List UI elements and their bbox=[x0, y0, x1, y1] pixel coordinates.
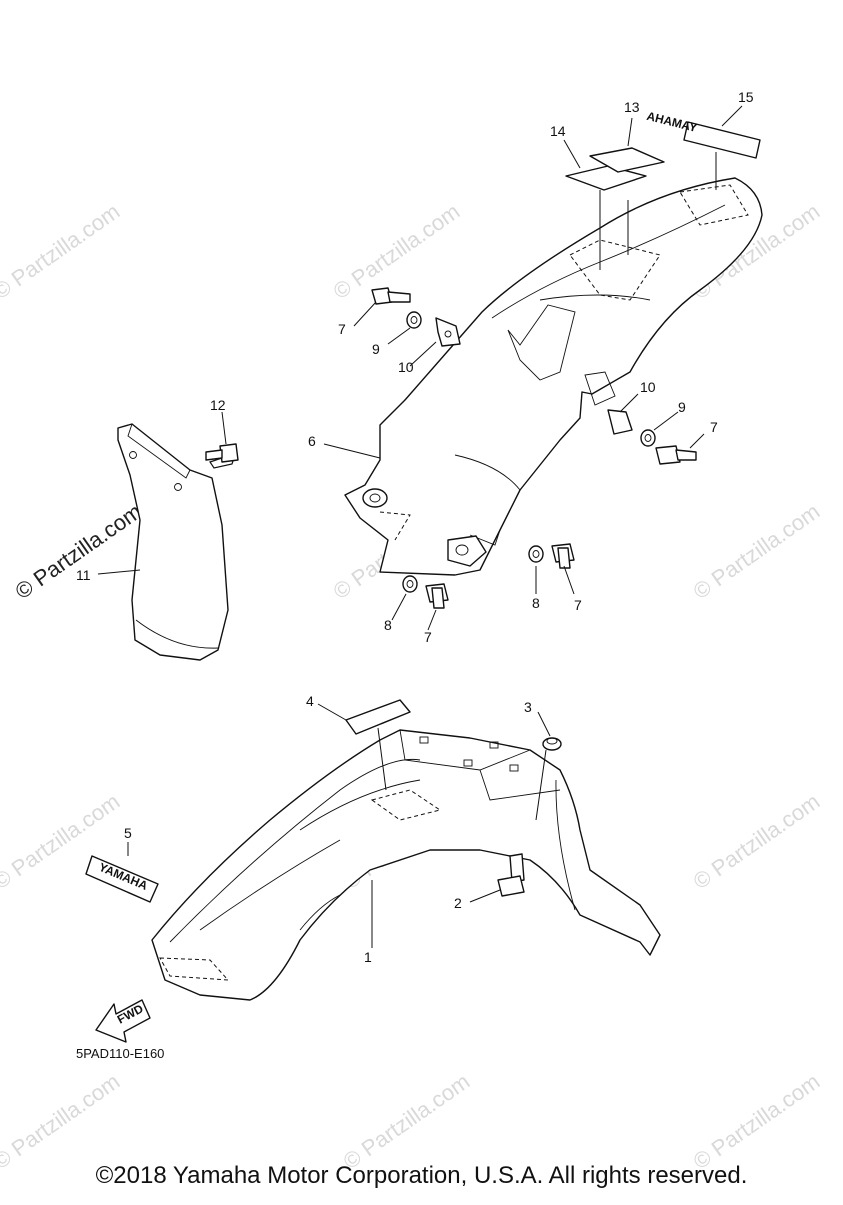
rear-decal-text: YAMAHA bbox=[645, 109, 699, 135]
watermark: © Partzilla.com bbox=[689, 499, 825, 605]
part-13-decal bbox=[589, 147, 665, 173]
part-5-decal: YAMAHA bbox=[85, 855, 159, 903]
part-8-washer-lower-right bbox=[528, 545, 544, 563]
callout-10: 10 bbox=[640, 379, 656, 395]
part-9-washer-right bbox=[640, 429, 656, 447]
part-10-nut-right bbox=[607, 409, 633, 435]
part-1-front-fender bbox=[151, 729, 661, 1001]
part-2-bolt bbox=[497, 853, 525, 897]
leader-lines bbox=[97, 105, 743, 948]
callout-1: 1 bbox=[364, 949, 372, 965]
diagram-code: 5PAD110-E160 bbox=[76, 1046, 164, 1061]
part-11-mud-flap bbox=[117, 423, 237, 661]
callout-7: 7 bbox=[424, 629, 432, 645]
part-10-nut-upper bbox=[435, 317, 461, 347]
part-7-bolt-lower-right bbox=[551, 543, 575, 569]
callout-6: 6 bbox=[308, 433, 316, 449]
watermark-strong: © Partzilla.com bbox=[11, 499, 147, 605]
part-7-bolt-right bbox=[655, 445, 697, 465]
callout-11: 11 bbox=[76, 567, 91, 583]
callout-7: 7 bbox=[574, 597, 582, 613]
part-3-grommet bbox=[542, 737, 562, 751]
part-12-bolt bbox=[205, 443, 239, 463]
callout-12: 12 bbox=[210, 397, 226, 413]
watermark: © Partzilla.com bbox=[0, 1069, 124, 1175]
watermark: © Partzilla.com bbox=[689, 789, 825, 895]
callout-9: 9 bbox=[678, 399, 686, 415]
callout-7: 7 bbox=[710, 419, 718, 435]
callout-10: 10 bbox=[398, 359, 414, 375]
watermark: © Partzilla.com bbox=[329, 199, 465, 305]
callout-labels: 13 14 15 7 9 10 6 10 9 7 8 7 8 7 11 12 4… bbox=[76, 89, 754, 965]
callout-15: 15 bbox=[738, 89, 754, 105]
part-7-bolt-upper bbox=[371, 287, 411, 305]
watermark: © Partzilla.com bbox=[689, 1069, 825, 1175]
callout-9: 9 bbox=[372, 341, 380, 357]
part-14-decal bbox=[565, 165, 647, 191]
callout-7: 7 bbox=[338, 321, 346, 337]
callout-2: 2 bbox=[454, 895, 462, 911]
watermark: © Partzilla.com bbox=[339, 1069, 475, 1175]
callout-13: 13 bbox=[624, 99, 640, 115]
callout-14: 14 bbox=[550, 123, 566, 139]
part-4-decal bbox=[345, 699, 411, 735]
part-7-bolt-lower-left bbox=[425, 583, 449, 609]
callout-8: 8 bbox=[384, 617, 392, 633]
part-15-decal: YAMAHA bbox=[645, 109, 761, 159]
callout-3: 3 bbox=[524, 699, 532, 715]
fwd-arrow: FWD bbox=[95, 999, 151, 1043]
callout-4: 4 bbox=[306, 693, 314, 709]
part-9-washer-upper bbox=[406, 311, 422, 329]
part-8-washer-lower-left bbox=[402, 575, 418, 593]
callout-8: 8 bbox=[532, 595, 540, 611]
watermark: © Partzilla.com bbox=[0, 199, 124, 305]
copyright-notice: ©2018 Yamaha Motor Corporation, U.S.A. A… bbox=[95, 1162, 748, 1189]
callout-5: 5 bbox=[124, 825, 132, 841]
